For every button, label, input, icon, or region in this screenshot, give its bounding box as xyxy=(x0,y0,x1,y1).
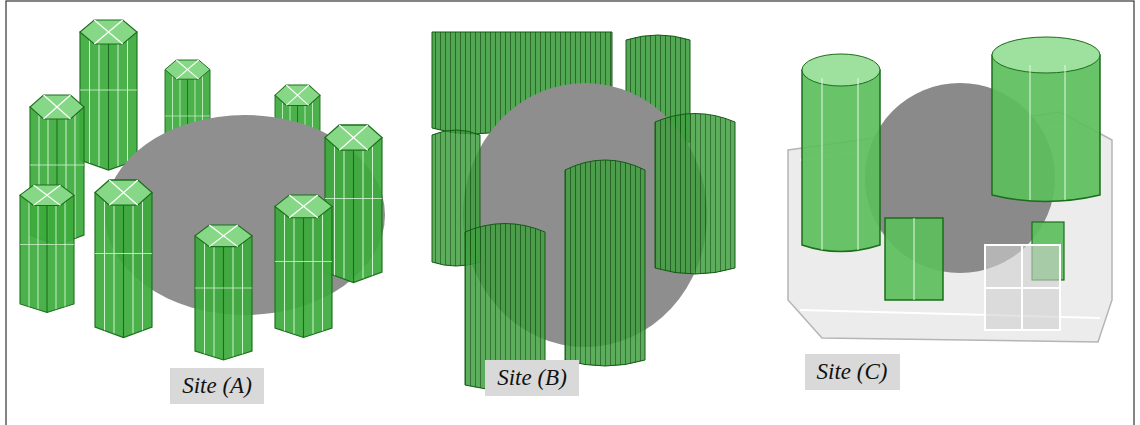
site-label-box: Site (B) xyxy=(485,360,579,396)
site-label: Site (A) xyxy=(182,373,252,399)
site-label: Site (C) xyxy=(817,359,888,385)
site-label-box: Site (C) xyxy=(805,354,900,390)
site-label: Site (B) xyxy=(497,365,567,391)
site-label-box: Site (A) xyxy=(170,368,264,404)
